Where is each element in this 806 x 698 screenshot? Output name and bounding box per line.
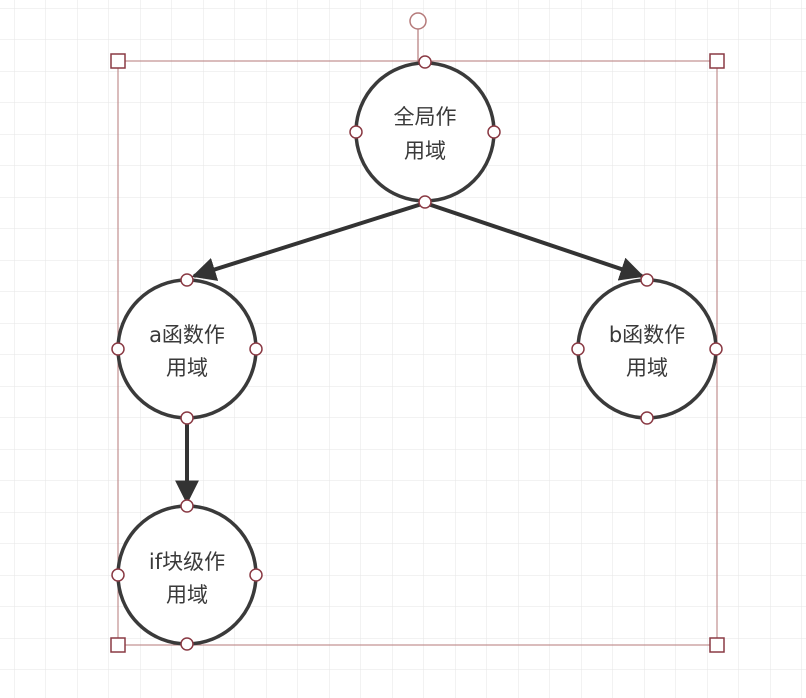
edge-global-to-a[interactable] bbox=[191, 201, 426, 281]
node-circle bbox=[354, 61, 496, 203]
port-global-right[interactable] bbox=[487, 125, 501, 139]
port-if-top[interactable] bbox=[180, 499, 194, 513]
edge-global-to-b[interactable] bbox=[424, 201, 645, 281]
port-b-right[interactable] bbox=[709, 342, 723, 356]
node-label-line1: 全局作 bbox=[394, 105, 457, 129]
port-a-left[interactable] bbox=[111, 342, 125, 356]
port-if-bottom[interactable] bbox=[180, 637, 194, 651]
node-label-line2: 用域 bbox=[404, 139, 446, 163]
resize-handle-top-left[interactable] bbox=[110, 53, 126, 69]
port-b-left[interactable] bbox=[571, 342, 585, 356]
node-label-line2: 用域 bbox=[166, 583, 208, 607]
port-b-top[interactable] bbox=[640, 273, 654, 287]
rotate-handle[interactable] bbox=[409, 12, 427, 30]
port-if-right[interactable] bbox=[249, 568, 263, 582]
connection-ports bbox=[111, 55, 723, 651]
node-circle bbox=[116, 504, 258, 646]
node-circle bbox=[116, 278, 258, 420]
node-b-function-scope[interactable]: b函数作 用域 bbox=[576, 278, 718, 420]
resize-handle-bottom-left[interactable] bbox=[110, 637, 126, 653]
edges bbox=[175, 201, 645, 505]
port-a-bottom[interactable] bbox=[180, 411, 194, 425]
node-label-line2: 用域 bbox=[626, 356, 668, 380]
node-label-line2: 用域 bbox=[166, 356, 208, 380]
node-label-line1: b函数作 bbox=[609, 323, 685, 347]
node-circle bbox=[576, 278, 718, 420]
node-a-function-scope[interactable]: a函数作 用域 bbox=[116, 278, 258, 420]
port-a-right[interactable] bbox=[249, 342, 263, 356]
node-global-scope[interactable]: 全局作 用域 bbox=[354, 61, 496, 203]
node-label-line1: a函数作 bbox=[149, 323, 225, 347]
port-b-bottom[interactable] bbox=[640, 411, 654, 425]
node-label-line1: if块级作 bbox=[149, 550, 225, 574]
port-global-left[interactable] bbox=[349, 125, 363, 139]
node-if-block-scope[interactable]: if块级作 用域 bbox=[116, 504, 258, 646]
port-if-left[interactable] bbox=[111, 568, 125, 582]
resize-handle-top-right[interactable] bbox=[709, 53, 725, 69]
resize-handle-bottom-right[interactable] bbox=[709, 637, 725, 653]
port-global-bottom[interactable] bbox=[418, 195, 432, 209]
port-a-top[interactable] bbox=[180, 273, 194, 287]
port-global-top[interactable] bbox=[418, 55, 432, 69]
